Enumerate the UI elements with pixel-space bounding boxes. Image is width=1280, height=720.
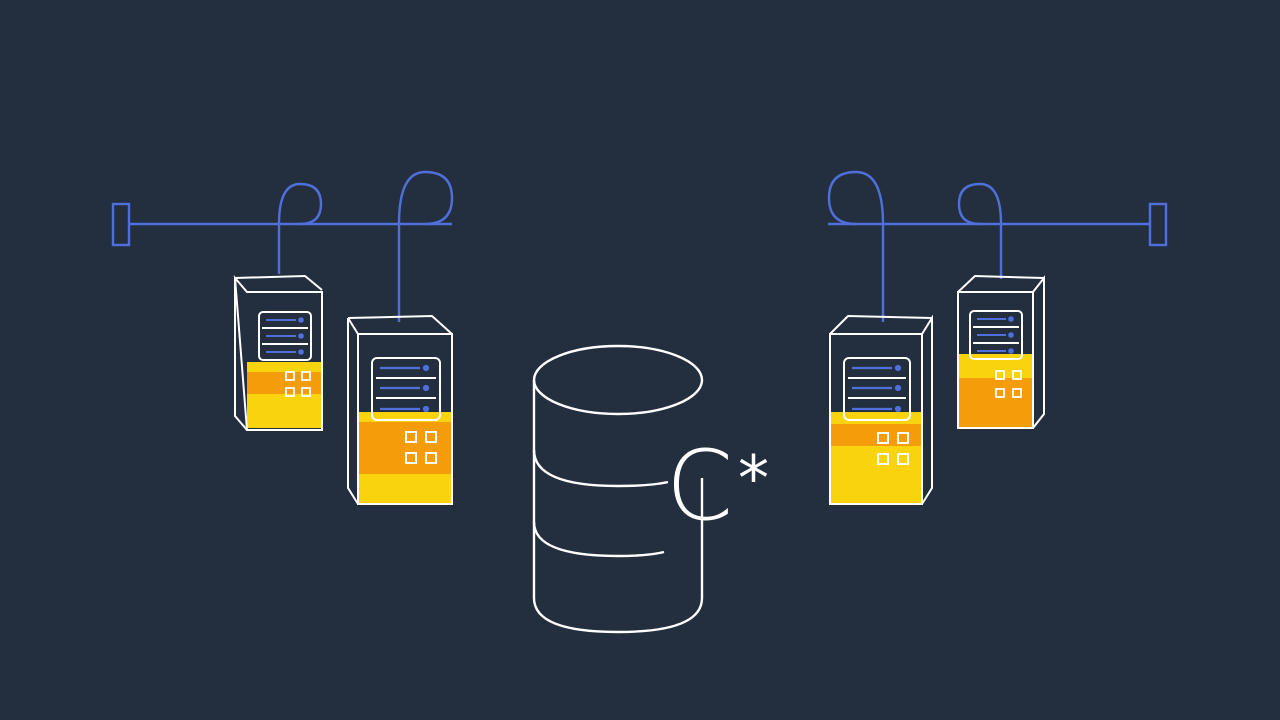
left-network-bar-icon bbox=[111, 170, 454, 322]
right-network-bar-icon bbox=[827, 170, 1168, 322]
database-mark: * bbox=[738, 442, 769, 515]
server-icon bbox=[233, 274, 323, 431]
server-icon bbox=[347, 314, 453, 505]
database-letter: C bbox=[666, 430, 734, 542]
database-icon bbox=[532, 344, 704, 634]
server-icon bbox=[829, 314, 933, 505]
database-logo-label: C * bbox=[666, 438, 769, 534]
server-icon bbox=[957, 274, 1045, 429]
